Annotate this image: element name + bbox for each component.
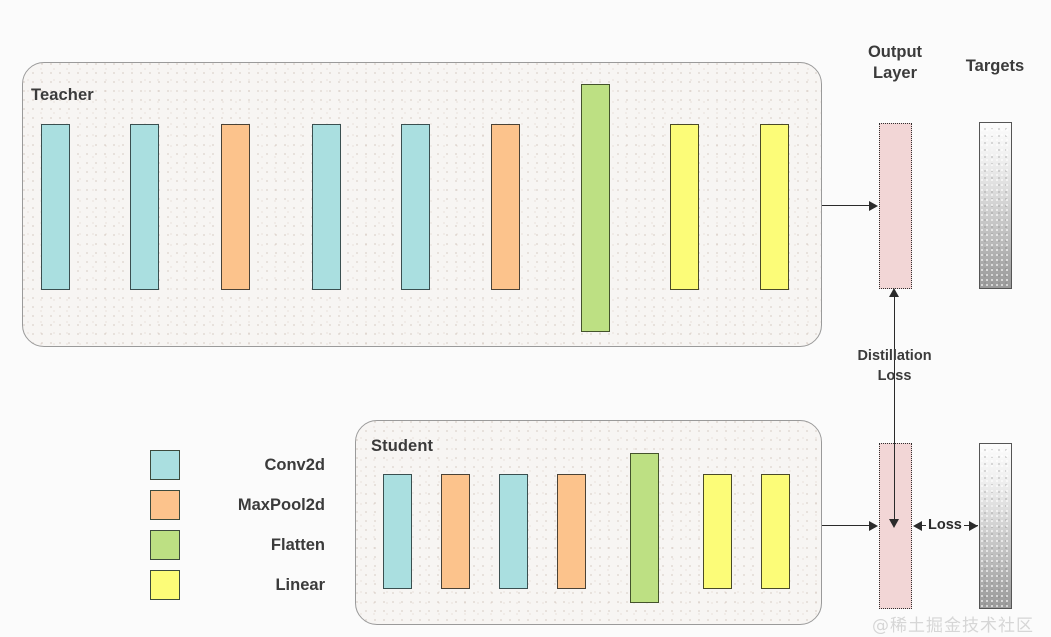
- distillation-loss-label: Distillation Loss: [857, 348, 932, 384]
- legend-swatch-maxpool2d: [150, 490, 180, 520]
- teacher-layer-flatten-7: [581, 84, 610, 332]
- student-layer-maxpool2d-2: [441, 474, 470, 589]
- loss-label: Loss: [926, 517, 964, 533]
- watermark: @稀土掘金技术社区: [872, 616, 1034, 636]
- student-to-output-arrowhead: [869, 520, 878, 531]
- teacher-layer-conv2d-1: [41, 124, 70, 290]
- student-layer-linear-7: [761, 474, 790, 589]
- student-layer-linear-6: [703, 474, 732, 589]
- student-layer-conv2d-1: [383, 474, 412, 589]
- student-layer-conv2d-3: [499, 474, 528, 589]
- teacher-targets-box: [979, 122, 1012, 289]
- teacher-to-output-line: [822, 205, 870, 207]
- distillation-loss-arrowhead-up: [889, 288, 900, 297]
- legend-label-flatten: Flatten: [270, 536, 325, 554]
- legend-label-maxpool2d: MaxPool2d: [237, 496, 325, 514]
- student-to-output-line: [822, 525, 870, 527]
- teacher-layer-maxpool2d-3: [221, 124, 250, 290]
- teacher-layer-conv2d-4: [312, 124, 341, 290]
- loss-arrowhead-right: [969, 520, 978, 531]
- teacher-group-title: Teacher: [31, 86, 94, 104]
- distillation-loss-arrowhead-down: [889, 519, 900, 528]
- legend-label-linear: Linear: [275, 576, 325, 594]
- output-layer-label: Output Layer: [867, 43, 923, 83]
- distillation-loss-line: [894, 296, 896, 526]
- student-layer-maxpool2d-4: [557, 474, 586, 589]
- student-group-container: [355, 420, 822, 625]
- teacher-layer-conv2d-2: [130, 124, 159, 290]
- targets-texture: [980, 123, 1011, 288]
- teacher-layer-maxpool2d-6: [491, 124, 520, 290]
- student-layer-flatten-5: [630, 453, 659, 603]
- loss-arrowhead-left: [913, 520, 922, 531]
- legend-label-conv2d: Conv2d: [264, 456, 325, 474]
- student-targets-texture: [980, 444, 1011, 608]
- targets-label: Targets: [965, 57, 1025, 75]
- teacher-to-output-arrowhead: [869, 200, 878, 211]
- legend-swatch-conv2d: [150, 450, 180, 480]
- student-group-title: Student: [371, 437, 434, 455]
- teacher-layer-conv2d-5: [401, 124, 430, 290]
- student-targets-box: [979, 443, 1012, 609]
- student-output-layer-box: [879, 443, 912, 609]
- legend-swatch-linear: [150, 570, 180, 600]
- teacher-layer-linear-8: [670, 124, 699, 290]
- teacher-layer-linear-9: [760, 124, 789, 290]
- teacher-output-layer-box: [879, 123, 912, 289]
- legend-swatch-flatten: [150, 530, 180, 560]
